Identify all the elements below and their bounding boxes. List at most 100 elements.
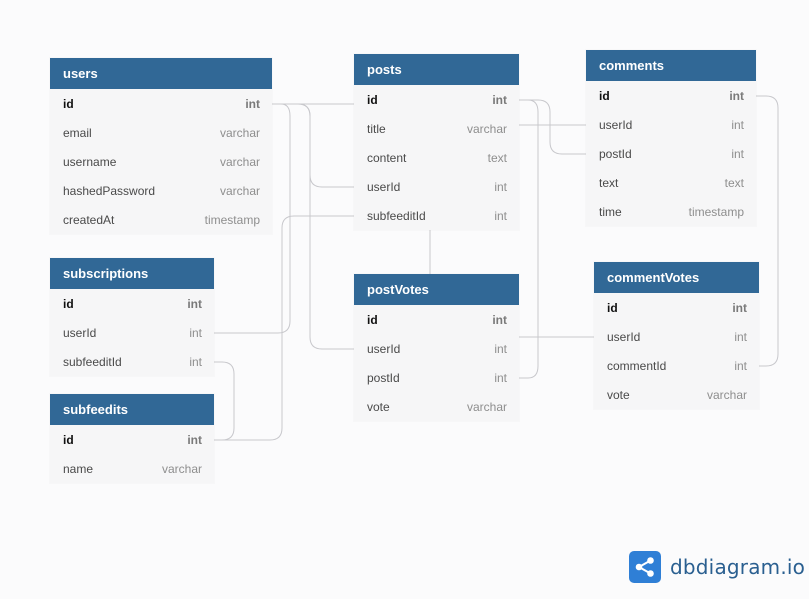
field-comments-postid[interactable]: postId int — [586, 139, 756, 168]
rel-posts-comments[interactable] — [519, 99, 586, 155]
field-type: timestamp — [688, 204, 744, 219]
field-subscriptions-subfeeditid[interactable]: subfeeditId int — [50, 347, 214, 376]
rel-users-subscriptions[interactable] — [214, 103, 291, 334]
table-header-users[interactable]: users — [50, 58, 272, 89]
table-subfeedits[interactable]: subfeedits id int name varchar — [50, 394, 214, 483]
field-name: id — [63, 296, 74, 311]
field-posts-title[interactable]: title varchar — [354, 114, 519, 143]
field-name: userId — [367, 179, 401, 194]
field-type: int — [494, 370, 507, 385]
field-type: int — [189, 354, 202, 369]
rel-users-posts[interactable] — [272, 103, 354, 188]
share-nodes-icon — [629, 551, 661, 583]
field-users-hashedpassword[interactable]: hashedPassword varchar — [50, 176, 272, 205]
field-type: int — [734, 329, 747, 344]
field-comments-time[interactable]: time timestamp — [586, 197, 756, 226]
field-type: int — [187, 432, 202, 447]
field-name: subfeeditId — [367, 208, 426, 223]
field-subfeedits-id[interactable]: id int — [50, 425, 214, 454]
field-type: int — [245, 96, 260, 111]
field-name: id — [367, 312, 378, 327]
field-type: varchar — [219, 154, 260, 169]
field-name: id — [599, 88, 610, 103]
field-type: varchar — [219, 183, 260, 198]
field-type: int — [492, 92, 507, 107]
field-users-id[interactable]: id int — [50, 89, 272, 118]
field-subfeedits-name[interactable]: name varchar — [50, 454, 214, 483]
field-commentvotes-commentid[interactable]: commentId int — [594, 351, 759, 380]
table-header-postvotes[interactable]: postVotes — [354, 274, 519, 305]
field-name: id — [607, 300, 618, 315]
table-header-posts[interactable]: posts — [354, 54, 519, 85]
field-subscriptions-id[interactable]: id int — [50, 289, 214, 318]
field-users-createdat[interactable]: createdAt timestamp — [50, 205, 272, 234]
field-name: username — [63, 154, 117, 169]
brand-logo[interactable]: dbdiagram.io — [629, 551, 805, 583]
field-type: int — [732, 300, 747, 315]
rel-posts-postvotes[interactable] — [519, 99, 539, 379]
field-comments-userid[interactable]: userId int — [586, 110, 756, 139]
field-type: int — [734, 358, 747, 373]
field-posts-id[interactable]: id int — [354, 85, 519, 114]
field-name: createdAt — [63, 212, 115, 227]
field-commentvotes-vote[interactable]: vote varchar — [594, 380, 759, 409]
field-postvotes-id[interactable]: id int — [354, 305, 519, 334]
table-header-comments[interactable]: comments — [586, 50, 756, 81]
field-name: subfeeditId — [63, 354, 122, 369]
field-type: int — [187, 296, 202, 311]
field-posts-content[interactable]: content text — [354, 143, 519, 172]
field-name: vote — [607, 387, 630, 402]
rel-comments-commentvotes[interactable] — [756, 95, 779, 367]
field-type: text — [487, 150, 507, 165]
field-name: userId — [367, 341, 401, 356]
brand-name: dbdiagram.io — [670, 555, 806, 579]
table-posts[interactable]: posts id int title varchar content text … — [354, 54, 519, 230]
table-commentvotes[interactable]: commentVotes id int userId int commentId… — [594, 262, 759, 409]
field-type: int — [494, 208, 507, 223]
table-postvotes[interactable]: postVotes id int userId int postId int v… — [354, 274, 519, 421]
field-posts-subfeeditid[interactable]: subfeeditId int — [354, 201, 519, 230]
table-comments[interactable]: comments id int userId int postId int te… — [586, 50, 756, 226]
table-header-commentvotes[interactable]: commentVotes — [594, 262, 759, 293]
field-name: id — [63, 96, 74, 111]
field-subscriptions-userid[interactable]: userId int — [50, 318, 214, 347]
field-name: id — [63, 432, 74, 447]
field-postvotes-postid[interactable]: postId int — [354, 363, 519, 392]
field-users-username[interactable]: username varchar — [50, 147, 272, 176]
field-type: int — [494, 179, 507, 194]
field-commentvotes-userid[interactable]: userId int — [594, 322, 759, 351]
field-postvotes-vote[interactable]: vote varchar — [354, 392, 519, 421]
field-comments-text[interactable]: text text — [586, 168, 756, 197]
field-type: int — [731, 117, 744, 132]
field-name: postId — [367, 370, 400, 385]
field-type: int — [189, 325, 202, 340]
table-subscriptions[interactable]: subscriptions id int userId int subfeedi… — [50, 258, 214, 376]
field-users-email[interactable]: email varchar — [50, 118, 272, 147]
rel-subscriptions-subfeedits[interactable] — [214, 361, 235, 441]
field-type: varchar — [466, 121, 507, 136]
rel-users-postvotes[interactable] — [272, 103, 354, 350]
field-type: varchar — [161, 461, 202, 476]
field-name: hashedPassword — [63, 183, 156, 198]
field-name: title — [367, 121, 386, 136]
field-name: content — [367, 150, 407, 165]
table-header-subscriptions[interactable]: subscriptions — [50, 258, 214, 289]
field-name: commentId — [607, 358, 667, 373]
field-type: int — [494, 341, 507, 356]
rel-users-comments[interactable] — [272, 103, 586, 126]
field-name: email — [63, 125, 92, 140]
field-name: name — [63, 461, 94, 476]
table-users[interactable]: users id int email varchar username varc… — [50, 58, 272, 234]
field-postvotes-userid[interactable]: userId int — [354, 334, 519, 363]
field-name: id — [367, 92, 378, 107]
rel-posts-subfeedits[interactable] — [214, 215, 354, 441]
field-type: int — [492, 312, 507, 327]
field-name: time — [599, 204, 622, 219]
field-type: int — [731, 146, 744, 161]
field-type: varchar — [466, 399, 507, 414]
field-posts-userid[interactable]: userId int — [354, 172, 519, 201]
table-header-subfeedits[interactable]: subfeedits — [50, 394, 214, 425]
field-comments-id[interactable]: id int — [586, 81, 756, 110]
field-commentvotes-id[interactable]: id int — [594, 293, 759, 322]
